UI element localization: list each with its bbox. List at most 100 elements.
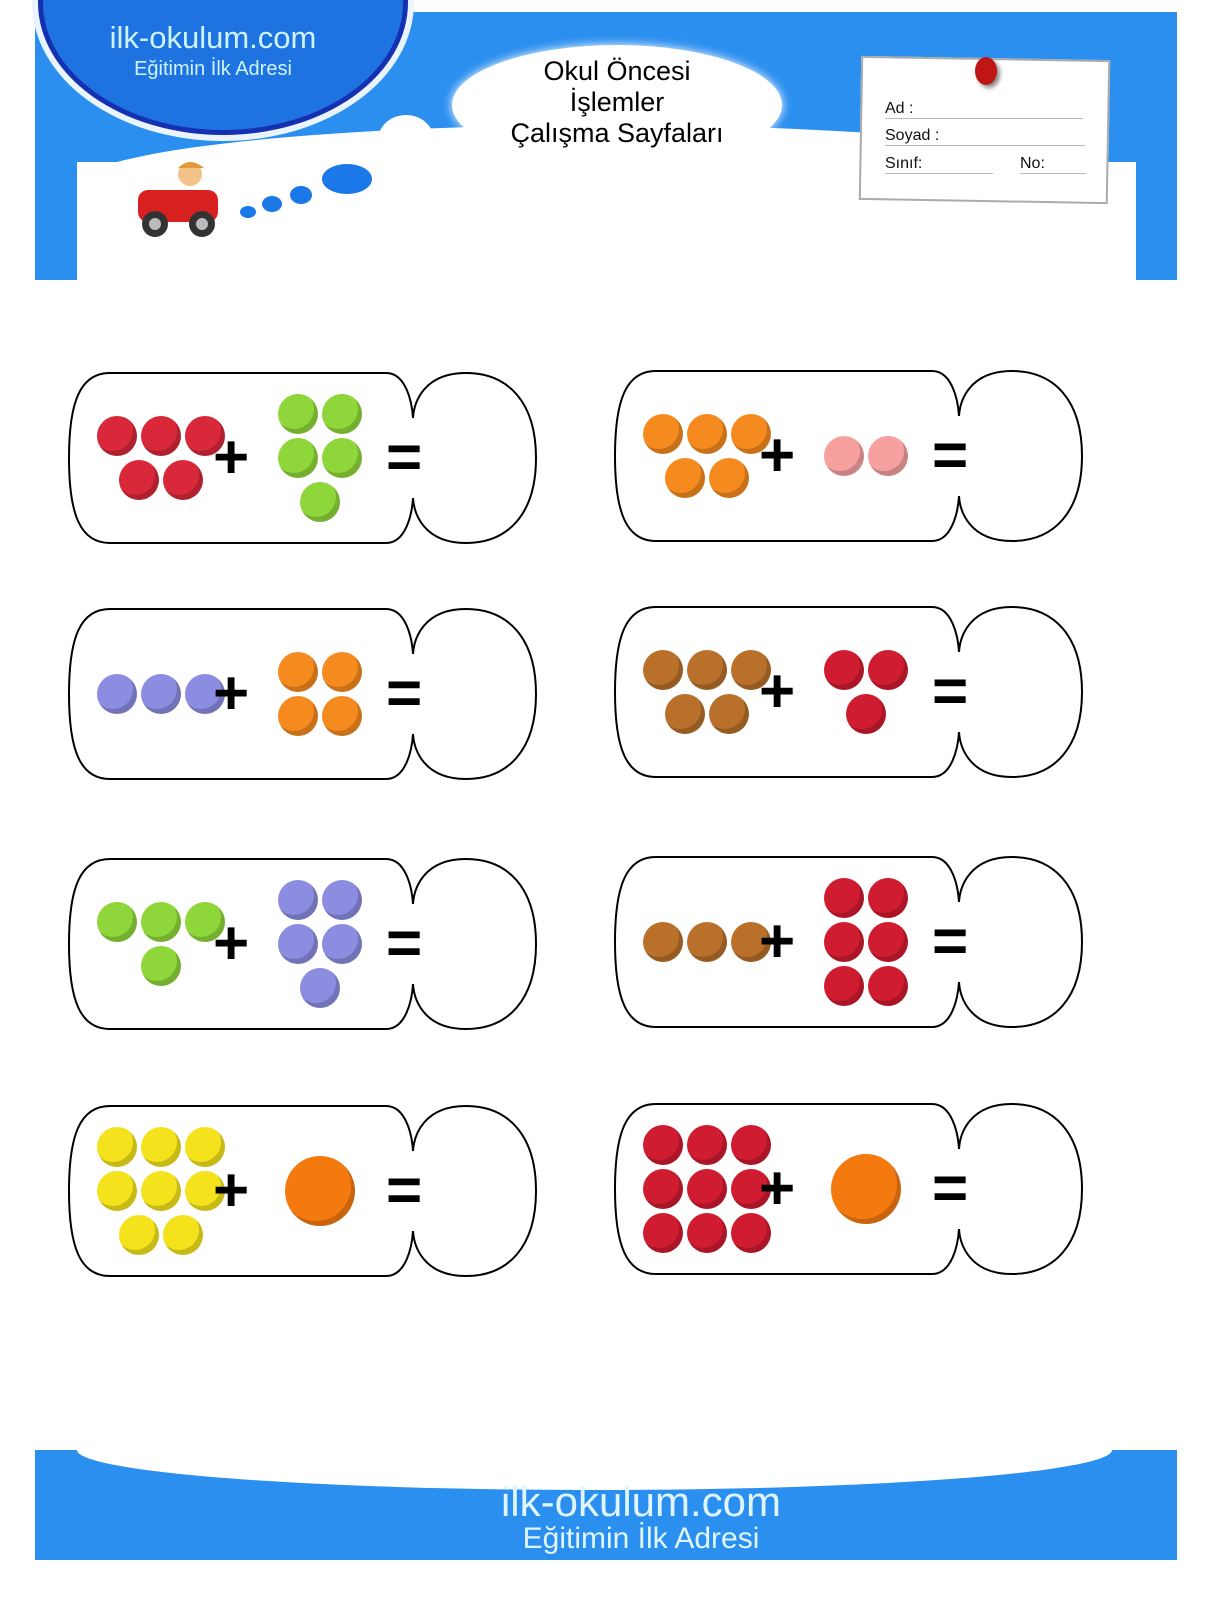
answer-area[interactable] bbox=[428, 628, 523, 758]
banana-icon bbox=[185, 1171, 225, 1211]
plus-sign: + bbox=[759, 421, 796, 490]
card-outline bbox=[68, 608, 538, 780]
answer-area[interactable] bbox=[974, 626, 1069, 756]
grapefruit-icon bbox=[824, 436, 864, 476]
apple-icon bbox=[322, 394, 362, 434]
pineapple-icon bbox=[687, 650, 727, 690]
answer-area[interactable] bbox=[974, 390, 1069, 520]
watermelon-icon bbox=[185, 416, 225, 456]
answer-area[interactable] bbox=[428, 392, 523, 522]
banana-icon bbox=[185, 1127, 225, 1167]
orange-icon bbox=[665, 458, 705, 498]
addition-problem-card: += bbox=[68, 608, 538, 780]
banana-icon bbox=[97, 1127, 137, 1167]
number-field-label[interactable]: No: bbox=[1020, 155, 1086, 174]
orange-icon bbox=[322, 652, 362, 692]
class-field-label[interactable]: Sınıf: bbox=[885, 155, 993, 174]
addition-problem-card: += bbox=[614, 1103, 1084, 1275]
strawberry-icon bbox=[824, 966, 864, 1006]
answer-area[interactable] bbox=[974, 1123, 1069, 1253]
grape-icon bbox=[278, 924, 318, 964]
addition-problem-card: += bbox=[614, 606, 1084, 778]
watermelon-icon bbox=[97, 416, 137, 456]
strawberry-icon bbox=[868, 878, 908, 918]
plus-sign: + bbox=[759, 907, 796, 976]
title-line-2: İşlemler bbox=[569, 87, 665, 117]
strawberry-icon bbox=[824, 878, 864, 918]
plus-sign: + bbox=[213, 1156, 250, 1225]
pineapple-icon bbox=[643, 922, 683, 962]
orange-icon bbox=[643, 414, 683, 454]
right-fruit-group bbox=[260, 1115, 380, 1267]
worksheet-title: Okul Öncesi İşlemler Çalışma Sayfaları bbox=[452, 56, 782, 149]
equals-sign: = bbox=[932, 657, 969, 726]
orange-icon bbox=[322, 696, 362, 736]
answer-area[interactable] bbox=[428, 878, 523, 1008]
strawberry-icon bbox=[868, 922, 908, 962]
car-cartoon-icon bbox=[138, 162, 218, 237]
name-field-label[interactable]: Ad : bbox=[885, 100, 1083, 119]
grape-icon bbox=[97, 674, 137, 714]
equals-sign: = bbox=[932, 1154, 969, 1223]
addition-problem-card: += bbox=[68, 372, 538, 544]
orange-icon bbox=[278, 696, 318, 736]
answer-area[interactable] bbox=[428, 1125, 523, 1255]
pineapple-icon bbox=[731, 650, 771, 690]
orange-icon bbox=[731, 414, 771, 454]
orange-character-icon bbox=[831, 1154, 901, 1224]
strawberry-icon bbox=[643, 1125, 683, 1165]
apple-icon bbox=[300, 482, 340, 522]
left-fruit-group bbox=[96, 868, 226, 1020]
right-fruit-group bbox=[806, 1113, 926, 1265]
banana-icon bbox=[141, 1127, 181, 1167]
plus-sign: + bbox=[759, 1154, 796, 1223]
plus-sign: + bbox=[213, 659, 250, 728]
strawberry-icon bbox=[643, 1213, 683, 1253]
grape-icon bbox=[322, 880, 362, 920]
banana-icon bbox=[163, 1215, 203, 1255]
strawberry-icon bbox=[643, 1169, 683, 1209]
equals-sign: = bbox=[386, 423, 423, 492]
strawberry-icon bbox=[846, 694, 886, 734]
apple-icon bbox=[97, 902, 137, 942]
right-fruit-group bbox=[806, 380, 926, 532]
apple-icon bbox=[141, 902, 181, 942]
strawberry-icon bbox=[824, 650, 864, 690]
thought-puff bbox=[378, 115, 434, 165]
surname-field-label[interactable]: Soyad : bbox=[885, 127, 1085, 146]
thought-dot bbox=[262, 196, 282, 212]
right-fruit-group bbox=[806, 616, 926, 768]
right-fruit-group bbox=[806, 866, 926, 1018]
answer-area[interactable] bbox=[974, 876, 1069, 1006]
pineapple-icon bbox=[665, 694, 705, 734]
pineapple-icon bbox=[731, 922, 771, 962]
title-cloud bbox=[452, 45, 782, 165]
plus-sign: + bbox=[759, 657, 796, 726]
apple-icon bbox=[141, 946, 181, 986]
apple-icon bbox=[278, 394, 318, 434]
plus-sign: + bbox=[213, 909, 250, 978]
strawberry-icon bbox=[868, 650, 908, 690]
header-right-border bbox=[1136, 12, 1177, 280]
pushpin-icon bbox=[975, 57, 997, 85]
left-fruit-group bbox=[642, 1113, 772, 1265]
strawberry-icon bbox=[868, 966, 908, 1006]
left-fruit-group bbox=[96, 1115, 226, 1267]
watermelon-icon bbox=[141, 416, 181, 456]
grape-icon bbox=[185, 674, 225, 714]
equals-sign: = bbox=[386, 909, 423, 978]
grape-icon bbox=[141, 674, 181, 714]
footer-slogan: Eğitimin İlk Adresi bbox=[522, 1522, 760, 1555]
addition-problem-card: += bbox=[68, 1105, 538, 1277]
title-line-1: Okul Öncesi bbox=[543, 56, 691, 86]
grape-icon bbox=[322, 924, 362, 964]
orange-character-icon bbox=[285, 1156, 355, 1226]
thought-dot bbox=[240, 206, 256, 218]
grape-icon bbox=[300, 968, 340, 1008]
banana-icon bbox=[119, 1215, 159, 1255]
orange-icon bbox=[278, 652, 318, 692]
banana-icon bbox=[141, 1171, 181, 1211]
addition-problem-card: += bbox=[614, 370, 1084, 542]
apple-icon bbox=[185, 902, 225, 942]
equals-sign: = bbox=[932, 421, 969, 490]
